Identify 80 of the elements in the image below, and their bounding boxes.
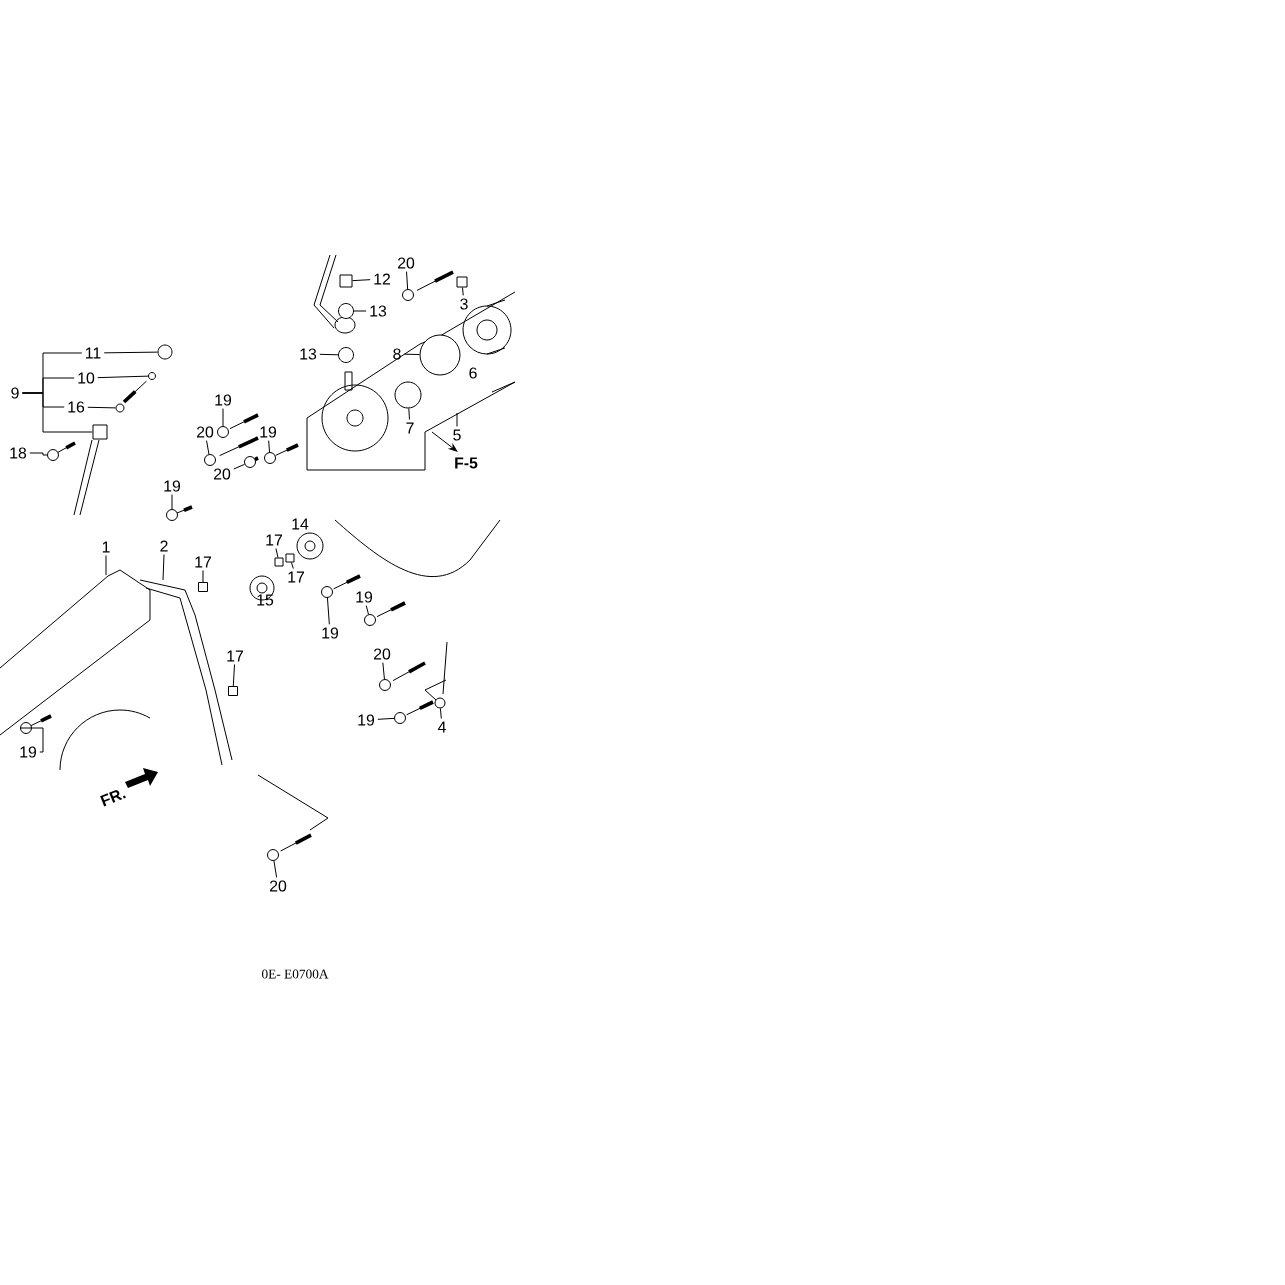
leader-line (408, 408, 410, 421)
part-block (339, 274, 353, 288)
leader-line (273, 860, 278, 878)
callout-number: 19 (356, 591, 373, 603)
part-block (274, 557, 284, 567)
callout-number: 19 (322, 627, 339, 639)
part-block (456, 276, 468, 288)
callout-number: 19 (358, 714, 375, 726)
front-indicator: FR. (100, 790, 126, 807)
callout-number: 7 (406, 422, 414, 434)
leader-line (233, 463, 245, 470)
leader-line (29, 452, 48, 456)
callout-number: 14 (292, 518, 309, 530)
leader-line (105, 554, 107, 576)
callout-number: 20 (398, 257, 415, 269)
part-block (92, 424, 108, 440)
callout-number: 16 (68, 401, 85, 413)
callout-number: 17 (288, 571, 305, 583)
callout-number: 2 (160, 540, 168, 552)
leader-line (87, 406, 116, 409)
leader-line (352, 279, 371, 282)
section-reference: F-5 (455, 457, 478, 469)
leader-line (21, 392, 93, 433)
diagram-code: 0E- E0700A (262, 969, 329, 979)
part-block (228, 686, 238, 696)
leader-line (268, 440, 271, 453)
leader-line (406, 271, 409, 290)
callout-number: 9 (11, 387, 19, 399)
leader-line (202, 569, 204, 583)
callout-number: 11 (86, 347, 101, 359)
part-circle (338, 347, 354, 363)
part-circle (338, 303, 354, 319)
callout-number: 3 (460, 298, 468, 310)
leader-line (222, 408, 224, 427)
callout-number: 19 (260, 426, 277, 438)
leader-line (377, 717, 395, 720)
callout-number: 17 (227, 650, 243, 662)
callout-number: 13 (300, 348, 317, 360)
leader-line (97, 375, 149, 379)
callout-number: 20 (197, 426, 214, 438)
callout-number: 4 (437, 721, 446, 733)
callout-number: 19 (20, 746, 37, 758)
leader-line (439, 708, 442, 720)
callout-number: 20 (374, 648, 391, 660)
callout-number: 17 (195, 556, 211, 568)
leader-line (206, 440, 210, 455)
leader-line (103, 351, 158, 354)
leader-line (326, 597, 330, 625)
leader-line (19, 727, 44, 753)
leader-line (171, 494, 173, 510)
callout-number: 5 (453, 429, 461, 441)
callout-number: 12 (374, 273, 391, 285)
callout-number: 15 (257, 594, 274, 606)
callout-number: 8 (393, 348, 401, 360)
leader-line (162, 554, 165, 581)
part-circle (419, 334, 461, 376)
callout-number: 18 (10, 447, 27, 459)
leader-line (462, 287, 464, 296)
leader-line (290, 562, 294, 570)
leader-line (403, 353, 420, 356)
leader-line (275, 547, 279, 558)
part-block (198, 582, 208, 592)
callout-number: 13 (370, 305, 387, 317)
part-circle (394, 381, 422, 409)
part-block (285, 553, 295, 563)
leader-line (232, 663, 235, 687)
callout-number: 6 (469, 367, 477, 379)
part-circle (157, 344, 173, 360)
leader-line (319, 353, 339, 356)
callout-number: 19 (164, 480, 181, 492)
callout-number: 17 (266, 534, 283, 546)
leader-line (353, 310, 367, 312)
callout-number: 10 (78, 372, 95, 384)
callout-number: 20 (214, 468, 231, 480)
leader-line (365, 605, 369, 615)
callout-number: 19 (215, 394, 232, 406)
leader-line (456, 412, 458, 427)
callout-number: 20 (270, 880, 287, 892)
callout-number: 1 (102, 541, 110, 553)
leader-line (382, 662, 385, 680)
